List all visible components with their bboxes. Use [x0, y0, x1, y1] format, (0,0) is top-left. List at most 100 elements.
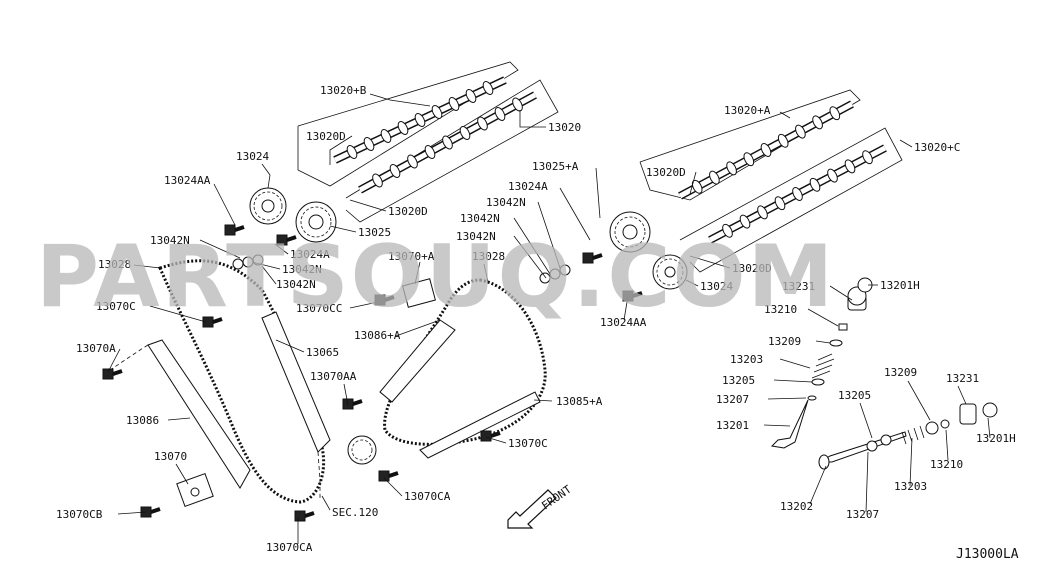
bolt-icon[interactable]	[378, 470, 399, 482]
leader-line	[865, 451, 869, 513]
leader-line	[117, 511, 147, 515]
bolt-icon[interactable]	[102, 368, 123, 380]
label-13070c-a: 13070C	[96, 300, 136, 313]
cam-lobe	[726, 161, 737, 176]
cam-lobe	[431, 105, 443, 119]
leader-line	[485, 436, 507, 444]
bolt-icon[interactable]	[342, 398, 363, 410]
bolt-icon[interactable]	[224, 224, 245, 236]
label-13020d-a: 13020D	[306, 130, 346, 143]
leader-line	[395, 319, 441, 337]
cam-lobe	[389, 164, 401, 178]
chain-guide-13065[interactable]	[261, 311, 331, 453]
leader-line	[815, 340, 831, 344]
leader-line	[513, 217, 551, 275]
label-13070ca-b: 13070CA	[404, 490, 451, 503]
label-13231-b: 13231	[946, 372, 979, 385]
label-13070cb: 13070CB	[56, 508, 103, 521]
chain-guide-13086[interactable]	[147, 339, 251, 489]
leader-line	[349, 199, 387, 212]
cam-lobe	[477, 116, 488, 131]
label-13024a-a: 13024A	[290, 248, 330, 261]
cam-lobe	[709, 170, 720, 185]
label-13070aa: 13070AA	[310, 370, 357, 383]
leader-line	[133, 264, 161, 269]
leader-line	[595, 167, 601, 219]
chain-guide-13086A[interactable]	[379, 319, 456, 403]
label-sec120: SEC.120	[332, 506, 378, 519]
leader-line	[107, 348, 121, 373]
label-13028-b: 13028	[472, 250, 505, 263]
tensioner-13070[interactable]	[176, 472, 214, 508]
label-13070: 13070	[154, 450, 187, 463]
label-13070a-plus: 13070+A	[388, 250, 435, 263]
cam-lobe	[380, 129, 392, 143]
leader-line	[329, 225, 357, 233]
bolt-icon[interactable]	[294, 510, 315, 522]
label-13070ca-a: 13070CA	[266, 541, 313, 554]
label-13020: 13020	[548, 121, 581, 134]
cam-lobe	[424, 145, 436, 159]
sprocket-13025A-right[interactable]	[609, 211, 651, 253]
bolt-icon[interactable]	[374, 294, 395, 306]
tensioner-13070A-plus[interactable]	[402, 278, 436, 308]
leader-line	[779, 111, 791, 119]
cam-lobe	[722, 223, 733, 238]
cam-lobe	[743, 152, 755, 167]
leader-line	[175, 463, 189, 485]
sprocket-13024-left[interactable]	[249, 187, 287, 225]
cam-lobe	[739, 214, 751, 229]
leader-line	[213, 183, 236, 226]
front-arrow-label: FRONT	[539, 483, 574, 513]
label-13020d-d: 13020D	[732, 262, 772, 275]
leader-line	[899, 139, 913, 148]
bolt-icon[interactable]	[276, 234, 297, 246]
label-13207-a: 13207	[716, 393, 749, 406]
cam-lobe	[372, 173, 383, 188]
label-13086a: 13086+A	[354, 329, 401, 342]
leader-line	[623, 295, 629, 321]
part-labels: 13020+B1302013020D1302413024AA13020D1302…	[56, 84, 1016, 554]
watermark: PARTSOUQ.COM	[36, 227, 835, 327]
label-13085a: 13085+A	[556, 395, 603, 408]
leader-line	[149, 305, 207, 323]
leader-line	[859, 402, 873, 439]
cam-lobe	[482, 81, 494, 95]
valve-assembly-upper[interactable]	[770, 277, 873, 449]
sprocket-13024-right[interactable]	[652, 254, 688, 290]
leader-lines	[107, 93, 991, 544]
label-13201h-a: 13201H	[880, 279, 920, 292]
cam-lobe	[774, 196, 786, 211]
valve-assembly-lower[interactable]	[818, 402, 998, 470]
leader-line	[275, 339, 305, 353]
leader-line	[767, 397, 807, 400]
leader-line	[349, 301, 379, 309]
leader-line	[199, 239, 241, 259]
front-direction-arrow: FRONT	[507, 483, 574, 529]
o-rings-13042N-right[interactable]	[539, 264, 571, 284]
label-13024a-b: 13024A	[508, 180, 548, 193]
timing-chain-13028-left[interactable]	[157, 259, 325, 504]
label-13210-b: 13210	[930, 458, 963, 471]
label-13020d-b: 13020D	[388, 205, 428, 218]
o-rings-13042N-left[interactable]	[232, 254, 264, 270]
label-13202: 13202	[780, 500, 813, 513]
crank-sprocket[interactable]	[347, 435, 377, 465]
label-13207-b: 13207	[846, 508, 879, 521]
cam-lobe	[448, 97, 460, 111]
leader-line	[773, 379, 813, 383]
bolt-icon[interactable]	[202, 316, 223, 328]
label-13205-b: 13205	[838, 389, 871, 402]
bolt-icon[interactable]	[480, 430, 501, 442]
sprocket-13025-left[interactable]	[295, 201, 337, 243]
cam-lobe	[844, 159, 856, 174]
label-13203-a: 13203	[730, 353, 763, 366]
label-13024-a: 13024	[236, 150, 269, 163]
label-13024aa-a: 13024AA	[164, 174, 211, 187]
label-13070c-b: 13070C	[508, 437, 548, 450]
bolt-icon[interactable]	[582, 252, 603, 264]
chain-guide-13085A[interactable]	[419, 391, 541, 459]
leader-line	[167, 417, 191, 421]
cam-lobe	[397, 121, 409, 135]
cam-lobe	[407, 154, 418, 169]
